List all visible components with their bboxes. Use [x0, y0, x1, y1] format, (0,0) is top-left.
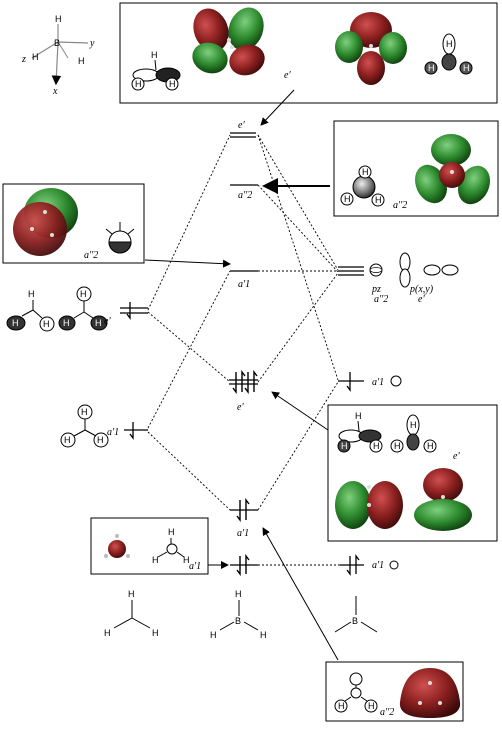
box-left-label: a''2: [84, 250, 98, 261]
svg-text:H: H: [260, 630, 267, 640]
svg-text:H: H: [28, 289, 35, 299]
left-a1-label: a'1: [107, 427, 119, 438]
box-left-a2: a''2: [2, 183, 145, 264]
svg-text:H: H: [183, 555, 190, 565]
svg-text:B: B: [235, 616, 241, 626]
orbital-right-mid-b: [414, 468, 472, 531]
orbital-e-prime-a: [192, 7, 265, 76]
level-a2-upper-label: a''2: [238, 190, 252, 201]
box-right-mid-e-prime: H H H H H H e': [327, 404, 498, 542]
level-e-prime-top-label: e': [238, 120, 245, 131]
box-left-bottom-label: a'1: [189, 561, 201, 572]
right-fragment: pz a''2 p(x,y) e' a'1 a'1: [338, 252, 459, 576]
box-right-top-a2: H H H a''2: [333, 120, 499, 217]
sketch-e-prime-small: H H H: [131, 50, 181, 91]
right-core-label: a'1: [372, 560, 384, 571]
box-right-mid-label: e': [453, 451, 460, 462]
bottom-structure-right: B: [334, 596, 378, 633]
arrow-bottom-box: [262, 527, 339, 661]
svg-text:H: H: [12, 318, 19, 328]
box-left-bottom-a1: H H H a'1: [90, 517, 209, 575]
svg-text:H: H: [169, 79, 176, 89]
right-s-label: a'1: [372, 377, 384, 388]
svg-text:B: B: [352, 616, 358, 626]
axis-b-center: B: [54, 38, 60, 48]
svg-text:H: H: [463, 63, 470, 73]
arrow-right-mid-box: [271, 391, 329, 431]
svg-text:H: H: [81, 407, 88, 417]
svg-text:H: H: [428, 63, 435, 73]
sketch-left-e-a: H H H: [6, 289, 55, 332]
level-e-prime-mid-label: e': [237, 402, 244, 413]
sketch-left-e-b: H H H: [58, 286, 108, 331]
box-bottom-label: a''2: [380, 707, 394, 718]
svg-text:H: H: [355, 411, 362, 421]
svg-text:H: H: [63, 318, 70, 328]
bottom-structure-center: H B H H: [210, 589, 267, 640]
orbital-e-prime-b: [335, 12, 407, 85]
center-levels: e' a''2 a'1 e' a'1: [229, 120, 258, 577]
right-pxy-label: p(x,y): [409, 284, 434, 295]
arrow-left-box: [144, 259, 231, 268]
svg-text:H: H: [135, 79, 142, 89]
svg-text:H: H: [446, 39, 453, 49]
sketch-right-mid-b: H H H: [390, 414, 437, 453]
svg-text:H: H: [151, 50, 158, 60]
svg-text:H: H: [375, 195, 382, 205]
right-pz-label: pz: [371, 284, 381, 295]
svg-text:H: H: [368, 701, 375, 711]
axis-h-top: H: [55, 14, 62, 24]
axis-y-label: y: [89, 38, 95, 49]
orbital-right-mid-a: [335, 481, 403, 529]
svg-text:H: H: [362, 167, 369, 177]
level-a1-antibond-label: a'1: [238, 279, 250, 290]
svg-text:H: H: [341, 441, 348, 451]
svg-text:H: H: [64, 435, 71, 445]
svg-text:H: H: [235, 589, 242, 599]
svg-text:H: H: [373, 441, 380, 451]
left-fragment: H H H H H H e' H H: [6, 286, 148, 448]
box-bottom-a2: H H H a''2: [325, 661, 464, 722]
box-right-top-label: a''2: [393, 200, 407, 211]
sketch-right-mid-a: H H H: [337, 411, 383, 453]
svg-text:H: H: [104, 628, 111, 638]
bottom-structure-left: H H H: [104, 589, 159, 638]
arrow-top-box: [260, 89, 295, 126]
left-e-label: e': [104, 316, 111, 327]
svg-text:H: H: [97, 435, 104, 445]
svg-text:H: H: [80, 289, 87, 299]
axis-h-right: H: [78, 56, 85, 66]
svg-text:H: H: [427, 441, 434, 451]
svg-text:H: H: [210, 630, 217, 640]
svg-text:H: H: [394, 441, 401, 451]
right-a2-label: a''2: [374, 294, 388, 305]
sketch-e-prime-right: H H H: [424, 33, 473, 75]
box-top-label: e': [284, 70, 291, 81]
svg-text:H: H: [152, 555, 159, 565]
axis-z-label: z: [21, 54, 26, 65]
svg-text:H: H: [344, 194, 351, 204]
right-e-label: e': [418, 294, 425, 305]
axis-x-label: x: [52, 86, 58, 97]
axis-h-left: H: [32, 52, 39, 62]
svg-text:H: H: [95, 318, 102, 328]
svg-text:H: H: [128, 589, 135, 599]
svg-text:H: H: [168, 527, 175, 537]
svg-text:H: H: [338, 701, 345, 711]
axis-triad: H B y z x H H: [21, 14, 95, 97]
correlation-lines: [147, 134, 340, 566]
svg-text:H: H: [410, 420, 417, 430]
svg-text:H: H: [43, 319, 50, 329]
sketch-left-a1: H H H: [60, 404, 109, 448]
orbital-a2-upper: [414, 134, 491, 205]
box-top-e-prime: H H H H H: [119, 2, 498, 104]
svg-text:H: H: [152, 628, 159, 638]
level-a1-bond-label: a'1: [237, 528, 249, 539]
